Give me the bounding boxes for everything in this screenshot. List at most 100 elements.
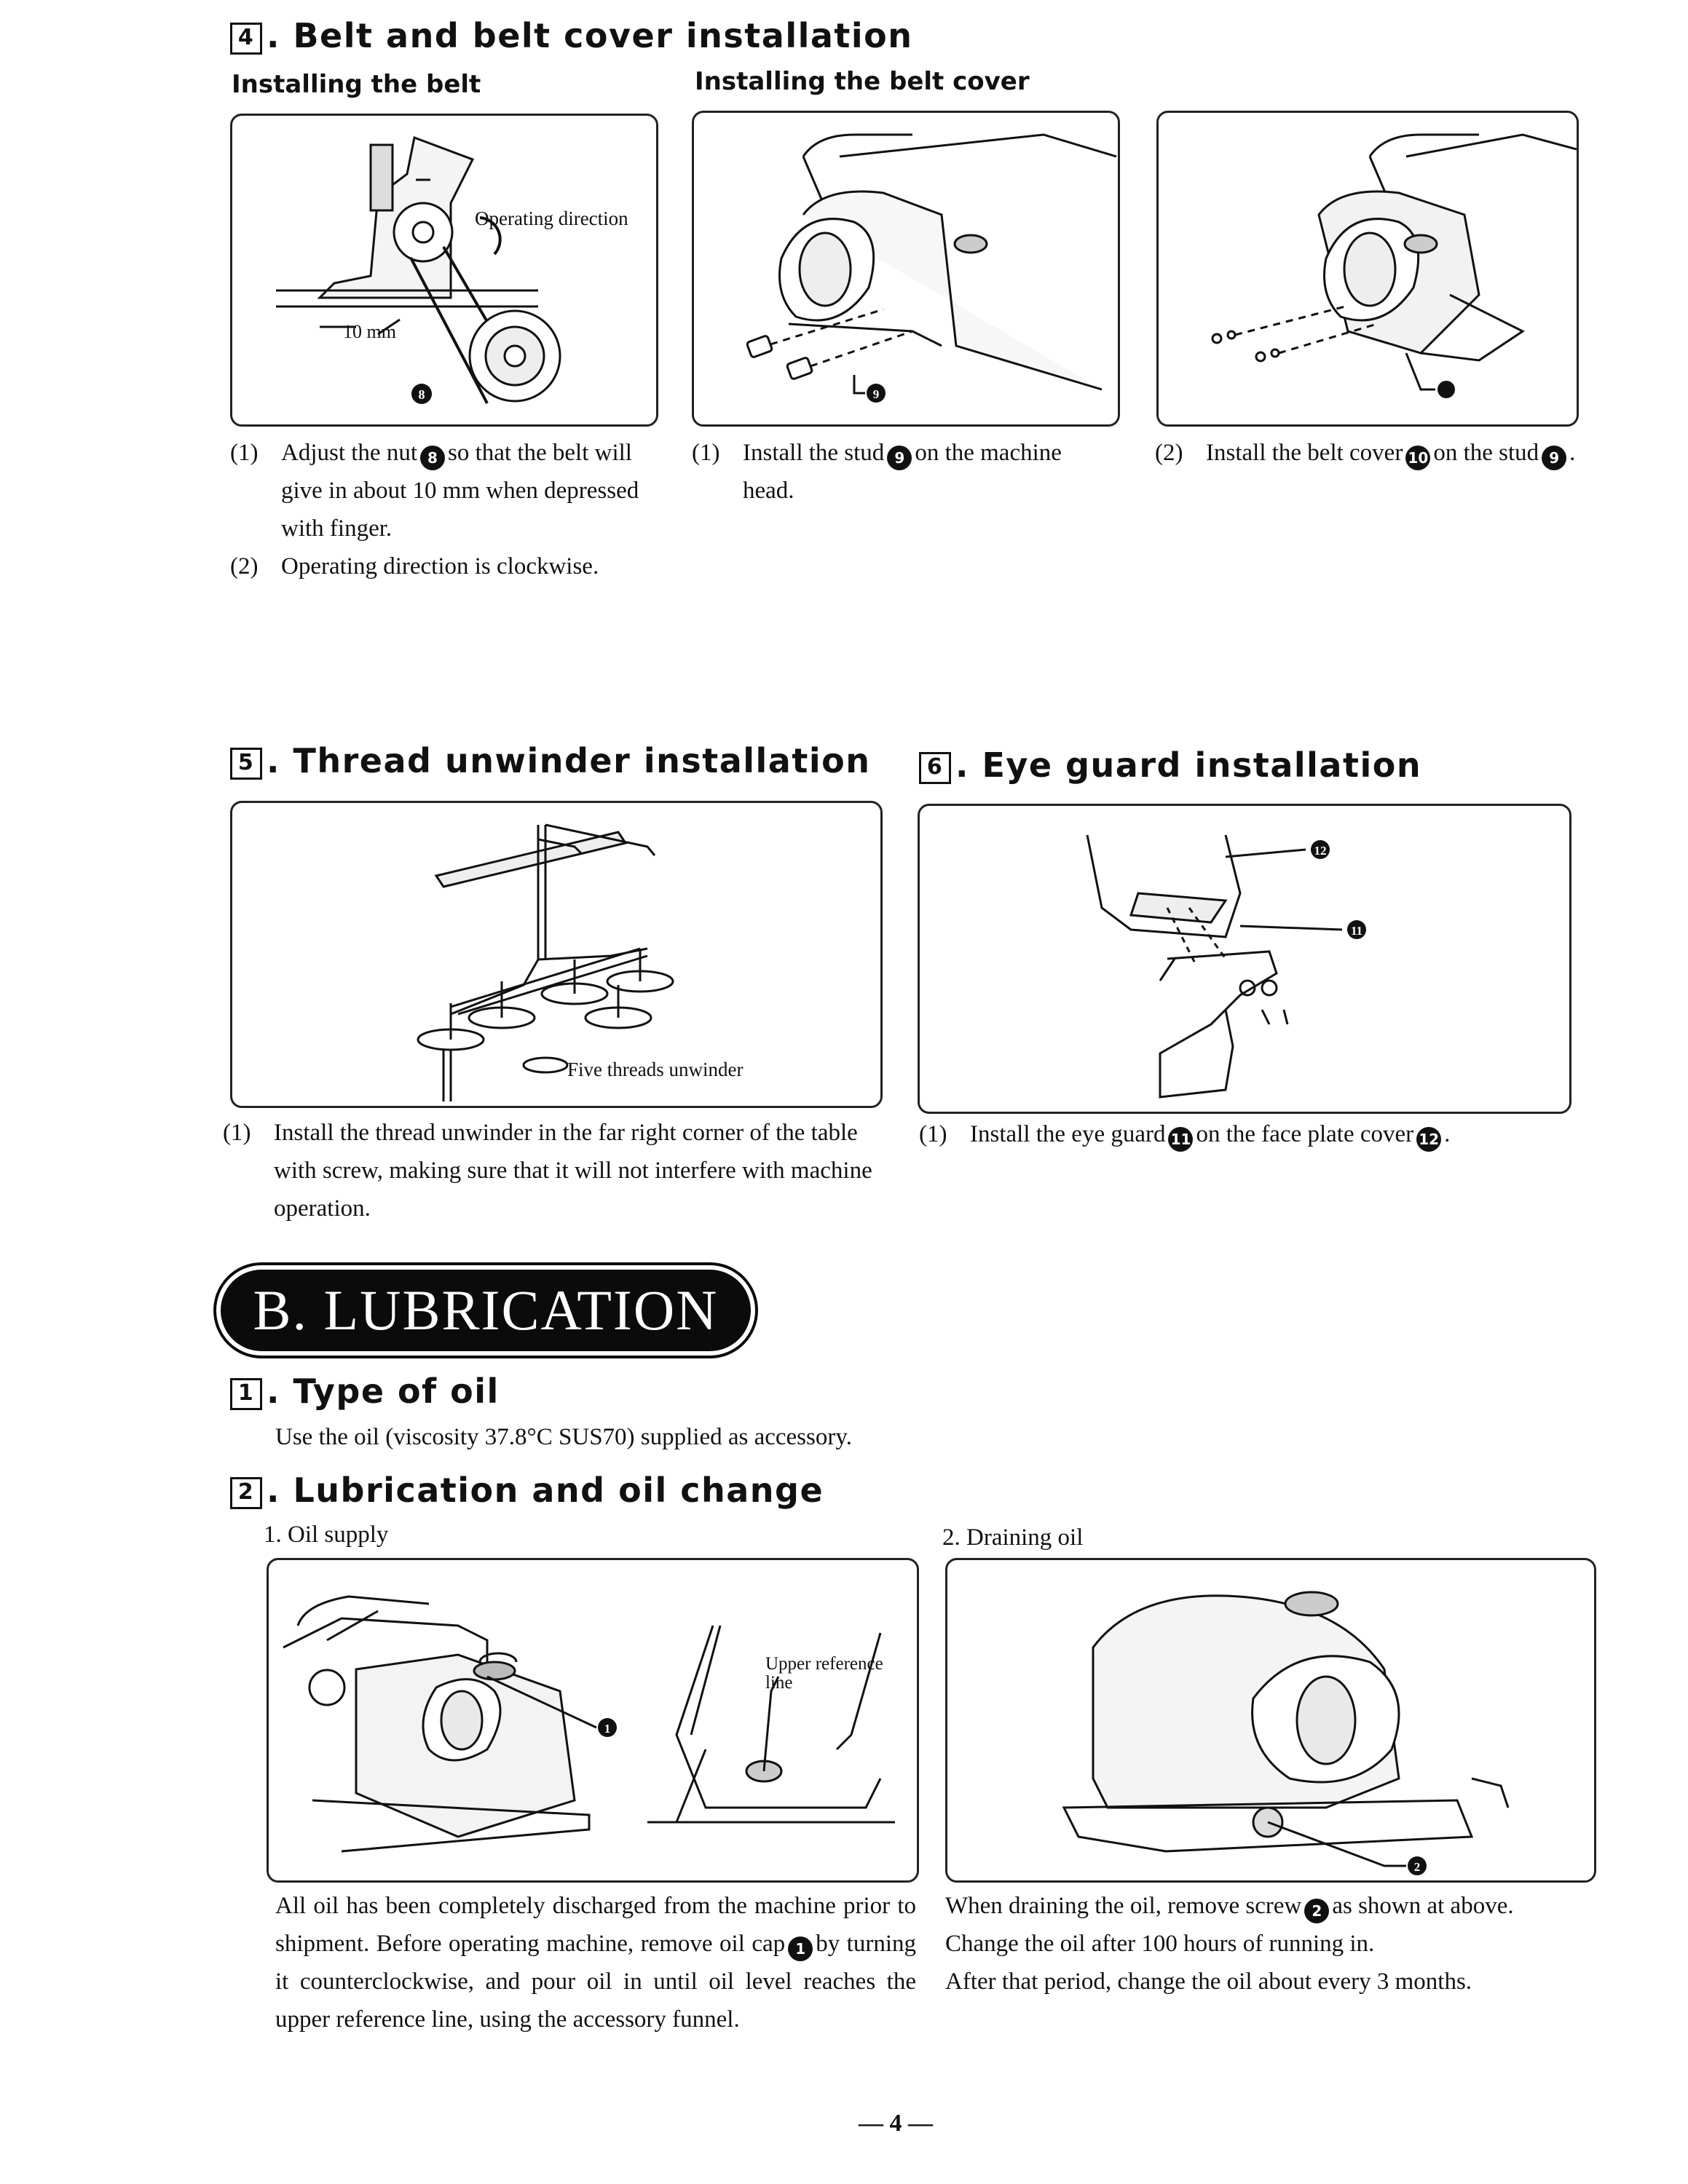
- section-6-heading: 6. Eye guard installation: [919, 745, 1421, 785]
- draining-oil-text-post: as shown at above.: [1332, 1893, 1514, 1919]
- item-text-pre: Install the stud: [743, 440, 885, 466]
- oil-change-interval-line: Change the oil after 100 hours of runnin…: [945, 1931, 1375, 1957]
- figure-belt: Operating direction 10 mm 8: [230, 114, 658, 427]
- oil-change-period-line: After that period, change the oil about …: [945, 1969, 1472, 1995]
- figure-eye-guard: 12 11: [918, 804, 1571, 1114]
- belt-illustration: Operating direction 10 mm 8: [276, 135, 628, 404]
- figure-draining-oil: 2: [945, 1558, 1596, 1883]
- item-number: (1): [919, 1121, 947, 1147]
- section-number-box: 6: [919, 752, 951, 784]
- item-text-mid: on the face plate cover: [1196, 1121, 1414, 1147]
- oil-supply-label: 1. Oil supply: [264, 1522, 389, 1548]
- callout-10-icon: [1437, 381, 1455, 398]
- lubrication-banner: B. LUBRICATION: [221, 1270, 751, 1351]
- oil-supply-text: All oil has been completely discharged f…: [275, 1887, 916, 2038]
- thread-unwinder-illustration: Five threads unwinder: [417, 823, 743, 1101]
- section-number-box: 1: [230, 1378, 262, 1410]
- upper-reference-line-label: Upper reference line: [765, 1655, 883, 1693]
- list-item: (1) Install the thread unwinder in the f…: [223, 1114, 878, 1227]
- list-item: (2) Operating direction is clockwise.: [230, 547, 660, 585]
- callout-9-label: 9: [873, 387, 880, 401]
- item-number: (1): [692, 440, 720, 466]
- item-text: Operating direction is clockwise.: [281, 553, 599, 579]
- oil-supply-text-pre: All oil has been completely discharged f…: [275, 1893, 916, 1957]
- draining-oil-illustration: 2: [1062, 1591, 1510, 1875]
- type-of-oil-title: Type of oil: [293, 1372, 500, 1411]
- figure-thread-unwinder: Five threads unwinder: [230, 801, 883, 1108]
- item-text-post: .: [1569, 440, 1576, 466]
- item-text-post: .: [1444, 1121, 1451, 1147]
- callout-8-label: 8: [419, 387, 425, 402]
- item-text-post: so that the belt will give in about 10 m…: [281, 440, 639, 542]
- callout-12-icon: [1311, 840, 1330, 859]
- type-of-oil-text: Use the oil (viscosity 37.8°C SUS70) sup…: [275, 1424, 852, 1450]
- callout-9-badge: 9: [1542, 446, 1567, 470]
- callout-10-badge: 10: [1405, 446, 1431, 470]
- item-number: (2): [1155, 440, 1183, 466]
- figure-belt-cover: [1156, 111, 1579, 427]
- figure-oil-supply: 1 Upper reference line: [267, 1558, 919, 1883]
- item-text-pre: Install the belt cover: [1206, 440, 1403, 466]
- callout-9-icon: [867, 384, 886, 403]
- item-text-pre: Install the eye guard: [970, 1121, 1166, 1147]
- item-number: (1): [223, 1120, 251, 1146]
- draining-oil-label: 2. Draining oil: [942, 1524, 1084, 1551]
- callout-12-label: 12: [1314, 844, 1327, 858]
- callout-8-icon: [411, 384, 432, 404]
- item-text-post: on the machine head.: [743, 440, 1062, 504]
- 10mm-label: 10 mm: [343, 321, 396, 342]
- item-text-mid: on the stud: [1433, 440, 1539, 466]
- callout-2-label: 2: [1414, 1860, 1421, 1874]
- section-4-title: Belt and belt cover installation: [293, 16, 913, 55]
- section-5-heading: 5. Thread unwinder installation: [230, 741, 870, 780]
- callout-12-badge: 12: [1416, 1127, 1442, 1152]
- operating-direction-label: Operating direction: [475, 207, 628, 229]
- unwinder-instructions: (1) Install the thread unwinder in the f…: [223, 1114, 878, 1227]
- callout-8-badge: 8: [420, 446, 445, 470]
- item-text-pre: Adjust the nut: [281, 440, 417, 466]
- subheading-installing-belt: Installing the belt: [232, 70, 481, 99]
- belt-cover-illustration: [1211, 133, 1577, 398]
- callout-11-label: 11: [1351, 924, 1362, 938]
- lubrication-banner-text: B. LUBRICATION: [253, 1278, 719, 1342]
- section-number-box: 2: [230, 1477, 262, 1509]
- oil-supply-text-post: by turning it counterclockwise, and pour…: [275, 1931, 917, 2033]
- callout-11-badge: 11: [1168, 1127, 1194, 1152]
- draining-oil-text-pre: When draining the oil, remove screw: [945, 1893, 1302, 1919]
- callout-11-icon: [1347, 920, 1366, 939]
- item-text: Install the thread unwinder in the far r…: [274, 1120, 872, 1222]
- section-number-box: 4: [230, 23, 262, 55]
- section-5-title: Thread unwinder installation: [293, 741, 871, 780]
- item-number: (1): [230, 440, 259, 466]
- eye-guard-illustration: 12 11: [1086, 834, 1366, 1099]
- type-of-oil-heading: 1. Type of oil: [230, 1372, 500, 1411]
- figure-stud: 9: [692, 111, 1120, 427]
- lubrication-heading: 2. Lubrication and oil change: [230, 1471, 824, 1510]
- callout-2-badge: 2: [1304, 1899, 1330, 1923]
- item-number: (2): [230, 553, 259, 579]
- callout-2-icon: [1408, 1856, 1427, 1875]
- section-6-title: Eye guard installation: [982, 745, 1422, 785]
- page-number: — 4 —: [859, 2110, 933, 2137]
- five-threads-unwinder-label: Five threads unwinder: [567, 1059, 743, 1080]
- subheading-installing-belt-cover: Installing the belt cover: [695, 67, 1030, 96]
- callout-1-badge: 1: [788, 1936, 813, 1961]
- lubrication-title: Lubrication and oil change: [293, 1471, 824, 1510]
- oil-supply-illustration: 1 Upper reference line: [283, 1595, 895, 1853]
- callout-1-icon: [598, 1718, 617, 1737]
- callout-9-badge: 9: [887, 446, 912, 470]
- section-number-box: 5: [230, 748, 262, 780]
